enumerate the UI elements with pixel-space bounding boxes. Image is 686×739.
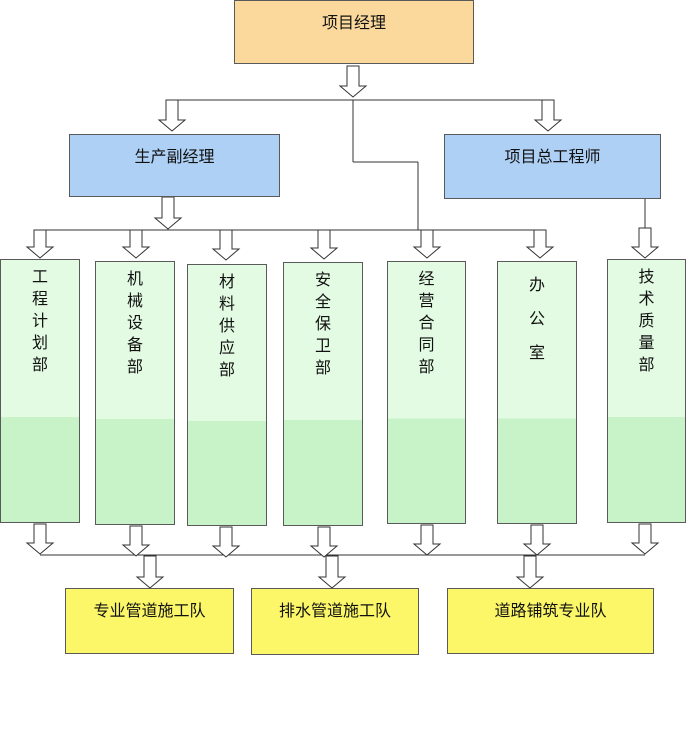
department-label: 经营合同部 (418, 269, 435, 376)
department-label: 安全保卫部 (314, 270, 331, 377)
team-professional-pipeline: 专业管道施工队 (65, 588, 234, 654)
team-label: 道路铺筑专业队 (494, 601, 607, 620)
down-arrow-icon (309, 526, 339, 558)
down-arrow-icon (525, 229, 555, 259)
team-drainage-pipeline: 排水管道施工队 (251, 588, 419, 655)
down-arrow-icon (412, 229, 442, 259)
department-label: 办公室 (528, 275, 545, 362)
down-arrow-icon (211, 526, 241, 558)
down-arrow-icon (25, 229, 55, 259)
production-deputy-box: 生产副经理 (69, 134, 280, 197)
down-arrow-icon (121, 229, 151, 259)
department-label: 材料供应部 (218, 272, 235, 379)
down-arrow-icon (412, 524, 442, 556)
production-deputy-label: 生产副经理 (134, 147, 215, 166)
department-materials-supply: 材料供应部 (187, 264, 267, 526)
department-technical-quality: 技术质量部 (607, 259, 686, 523)
down-arrow-icon (515, 555, 545, 589)
team-label: 排水管道施工队 (278, 601, 391, 620)
team-label: 专业管道施工队 (93, 601, 206, 620)
down-arrow-icon (153, 196, 183, 230)
down-arrow-icon (157, 99, 187, 132)
department-office: 办公室 (497, 261, 577, 524)
department-engineering-planning: 工程计划部 (0, 259, 80, 523)
department-business-contracts: 经营合同部 (387, 261, 466, 524)
down-arrow-icon (533, 99, 563, 132)
chief-engineer-box: 项目总工程师 (444, 134, 661, 199)
chief-engineer-label: 项目总工程师 (504, 147, 601, 166)
down-arrow-icon (121, 525, 151, 557)
project-manager-label: 项目经理 (321, 13, 386, 32)
department-label: 工程计划部 (31, 267, 48, 374)
department-safety-security: 安全保卫部 (283, 262, 363, 526)
down-arrow-icon (25, 523, 55, 555)
down-arrow-icon (211, 229, 241, 261)
down-arrow-icon (135, 555, 165, 589)
down-arrow-icon (338, 65, 368, 98)
down-arrow-icon (309, 229, 339, 260)
department-machinery: 机械设备部 (95, 261, 175, 525)
department-label: 机械设备部 (126, 269, 143, 376)
down-arrow-icon (522, 524, 552, 556)
down-arrow-icon (630, 523, 660, 555)
down-arrow-icon (317, 555, 347, 589)
project-manager-box: 项目经理 (234, 0, 474, 64)
team-road-paving: 道路铺筑专业队 (447, 588, 654, 654)
down-arrow-icon (630, 227, 660, 259)
department-label: 技术质量部 (638, 267, 655, 374)
